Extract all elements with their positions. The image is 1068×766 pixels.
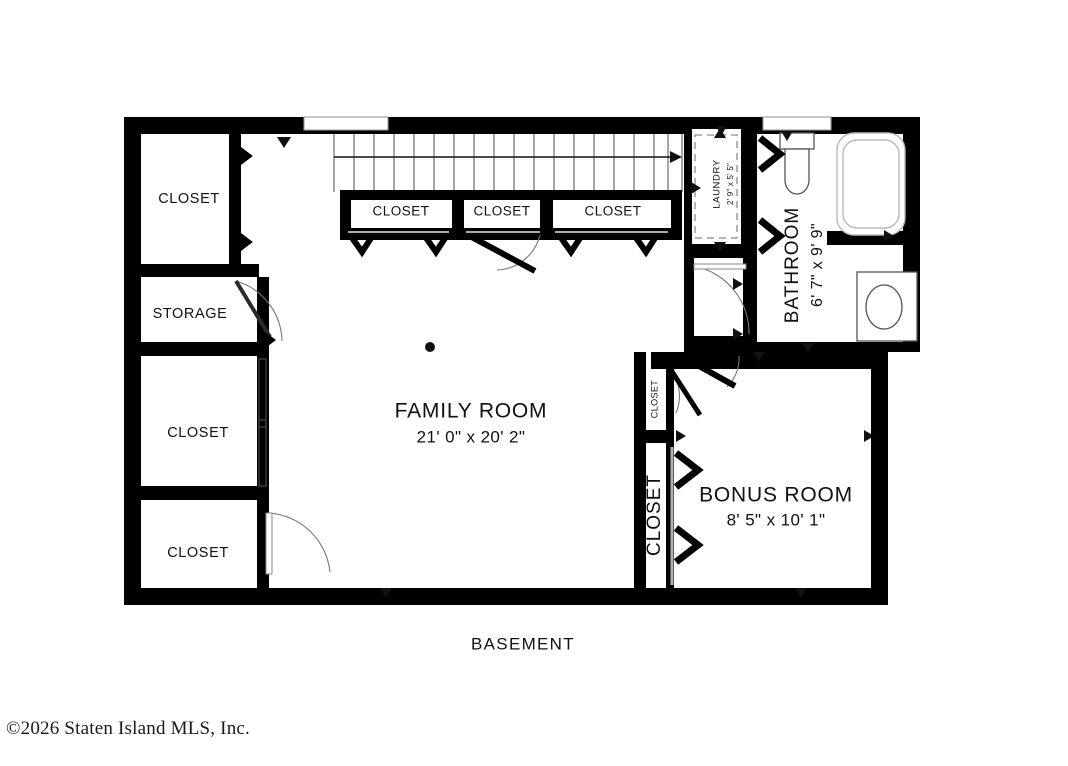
stair-closet-c-floor <box>553 197 671 230</box>
bonus-small-closet-label: CLOSET <box>649 380 659 419</box>
bonus-large-closet-label: CLOSET <box>644 474 665 556</box>
left-top-closet-label: CLOSET <box>158 191 220 207</box>
wall-bonus-closet-divider <box>634 430 674 443</box>
windows <box>303 116 832 131</box>
wall-hall-pocket-left <box>684 258 694 342</box>
bonus-room-floor <box>672 369 871 588</box>
door-bonus-small-closet[interactable] <box>668 368 703 417</box>
bathroom-dimensions: 6' 7" x 9' 9" <box>809 223 826 307</box>
vanity-sink-fixture <box>856 271 918 342</box>
door-stair-closet-b[interactable] <box>464 231 541 274</box>
wall-bonus-large-closet-right <box>666 443 674 591</box>
laundry-dimensions: 2' 9" x 5' 5" <box>726 163 735 205</box>
toilet-fixture <box>779 132 815 195</box>
storage-floor <box>141 277 257 342</box>
door-bonus-large-closet-lower[interactable] <box>673 525 704 565</box>
wall-stair-closet-bc-divider <box>540 190 553 240</box>
ceiling-light-marker <box>425 342 435 352</box>
stair-closet-a-label: CLOSET <box>372 204 429 219</box>
stair-direction-arrow <box>670 151 682 163</box>
left-top-closet-floor <box>141 134 229 264</box>
door-stair-closet-a[interactable] <box>345 230 452 258</box>
doors <box>230 135 786 585</box>
door-left-mid-closet[interactable] <box>258 358 267 487</box>
wall-stair-closet-top <box>340 190 682 200</box>
bonus-small-closet-floor <box>643 369 669 430</box>
left-bottom-closet-floor <box>141 500 257 588</box>
wall-hall-pocket-bottom <box>684 336 757 352</box>
wall-stair-closet-c-right <box>671 190 682 240</box>
staircase-up <box>333 134 683 192</box>
stair-closet-a-floor <box>350 197 452 230</box>
wall-laundry-left <box>684 117 692 252</box>
family-room-floor <box>141 134 757 588</box>
bathroom-fixtures <box>779 132 918 342</box>
stair-closet-b-floor <box>464 197 540 230</box>
storage-label: STORAGE <box>153 306 228 322</box>
bonus-room-name: BONUS ROOM <box>699 484 853 507</box>
window-top-right <box>762 116 832 131</box>
laundry-name: LAUNDRY <box>712 159 723 208</box>
wall-stair-closet-ab-divider <box>452 190 464 240</box>
window-top-left <box>303 116 389 131</box>
door-laundry-lower[interactable] <box>757 217 786 255</box>
wall-bathroom-left <box>743 117 757 352</box>
wall-closet-storage-divider <box>124 264 259 277</box>
wall-bonus-closet-left <box>634 352 646 605</box>
stair-closet-b-label: CLOSET <box>473 204 530 219</box>
bathroom-name: BATHROOM <box>782 207 803 323</box>
wall-mid-bottom-closet-divider <box>124 486 269 500</box>
wall-storage-bottom <box>124 342 269 356</box>
wall-stair-closet-a-left <box>340 190 351 240</box>
left-bottom-closet-label: CLOSET <box>167 545 229 561</box>
room-labels: FAMILY ROOM 21' 0" x 20' 2" BONUS ROOM 8… <box>153 159 853 561</box>
door-stair-closet-c[interactable] <box>554 230 668 258</box>
left-mid-closet-label: CLOSET <box>167 425 229 441</box>
laundry-floor <box>690 129 743 244</box>
door-bathroom[interactable] <box>693 263 750 335</box>
stair-closet-c-label: CLOSET <box>584 204 641 219</box>
bonus-room-dimensions: 8' 5" x 10' 1" <box>727 510 826 529</box>
copyright-notice: ©2026 Staten Island MLS, Inc. <box>6 718 250 739</box>
door-laundry-upper[interactable] <box>757 135 786 173</box>
wall-bonus-small-closet-right <box>666 365 674 431</box>
left-mid-closet-floor <box>141 356 257 486</box>
family-room-dimensions: 21' 0" x 20' 2" <box>417 427 526 446</box>
door-left-top-closet-lower[interactable] <box>230 225 253 259</box>
bathtub-fixture <box>836 132 906 236</box>
door-bonus-room-entry[interactable] <box>679 353 740 389</box>
door-storage[interactable] <box>234 279 283 346</box>
wall-storage-right <box>257 277 269 342</box>
bonus-large-closet-floor <box>643 443 669 588</box>
view-direction-markers <box>277 126 894 598</box>
plan-caption: BASEMENT <box>471 634 575 653</box>
door-left-bottom-closet[interactable] <box>265 512 331 575</box>
door-left-top-closet-upper[interactable] <box>230 139 253 173</box>
door-bonus-large-closet-upper[interactable] <box>673 450 704 490</box>
family-room-name: FAMILY ROOM <box>395 400 548 423</box>
staircase-body <box>334 134 682 192</box>
